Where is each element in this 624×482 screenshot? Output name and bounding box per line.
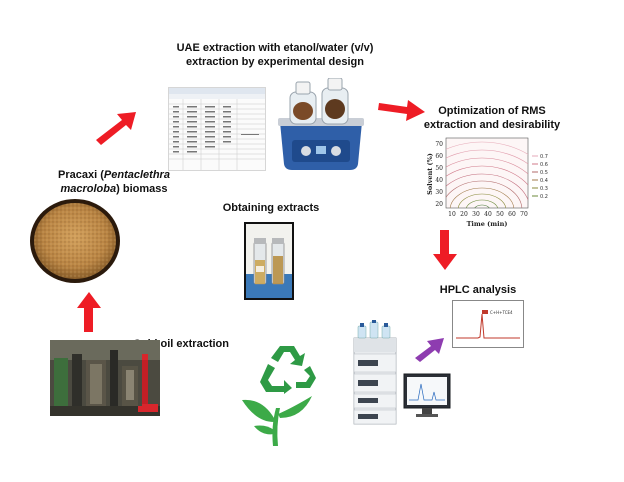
obtaining-extracts-title: Obtaining extracts	[222, 202, 320, 214]
legend-level: 0.6	[540, 162, 548, 168]
plant-sprout-icon	[242, 396, 312, 446]
legend-level: 0.3	[540, 186, 548, 192]
hplc-chromatogram: C+H+TCE4	[452, 300, 524, 348]
extract-vials-photo	[244, 222, 294, 300]
x-tick: 60	[508, 211, 516, 218]
biomass-title: Pracaxi (Pentaclethra macroloba) biomass	[34, 168, 194, 196]
legend-level: 0.5	[540, 170, 548, 176]
biomass-line1: Pracaxi (Pentaclethra	[58, 169, 170, 181]
uae-title-line2: extraction by experimental design	[186, 56, 364, 68]
x-tick: 50	[496, 211, 504, 218]
y-tick: 50	[435, 165, 443, 172]
arrow-cold-oil-to-biomass	[77, 292, 101, 332]
uae-extraction-title: UAE extraction with etanol/water (v/v) e…	[150, 41, 400, 69]
arrow-optimization-to-hplc	[433, 230, 457, 270]
hplc-instrument-photo	[353, 320, 451, 425]
biomass-species-genus: Pentaclethra	[103, 169, 170, 181]
recycle-icon	[260, 346, 316, 394]
y-axis-label: Solvent (%)	[426, 153, 434, 195]
ultrasonic-bath-illustration	[278, 78, 364, 170]
arrow-biomass-to-uae	[96, 112, 136, 145]
y-tick: 20	[435, 201, 443, 208]
optimization-line1: Optimization of RMS	[438, 105, 546, 117]
uae-title-line1: UAE extraction with etanol/water (v/v)	[176, 42, 374, 54]
x-tick: 40	[484, 211, 492, 218]
biomass-species-epithet: macroloba	[60, 183, 117, 195]
legend-level: 0.4	[540, 178, 548, 184]
x-tick: 30	[472, 211, 480, 218]
legend-level: 0.7	[540, 154, 548, 160]
arrow-uae-to-optimization	[378, 100, 425, 121]
legend-level: 0.2	[540, 194, 548, 200]
biomass-name: Pracaxi	[58, 169, 98, 181]
y-tick: 30	[435, 189, 443, 196]
experimental-design-spreadsheet	[168, 87, 266, 171]
x-axis-label: Time (min)	[467, 220, 508, 228]
arrow-hplc-equipment-to-chromatogram	[415, 338, 444, 362]
spreadsheet-grid	[169, 88, 265, 170]
pracaxi-biomass-photo	[30, 199, 120, 283]
hplc-analysis-title: HPLC analysis	[439, 284, 517, 296]
x-tick: 70	[520, 211, 528, 218]
optimization-title: Optimization of RMS extraction and desir…	[412, 104, 572, 132]
chromatogram-peak-label: C+H+TCE4	[490, 310, 513, 315]
biomass-suffix: biomass	[122, 183, 168, 195]
x-tick: 10	[448, 211, 456, 218]
biomass-line2: macroloba) biomass	[60, 183, 168, 195]
y-tick: 60	[435, 153, 443, 160]
y-tick: 70	[435, 141, 443, 148]
optimization-line2: extraction and desirability	[423, 119, 561, 131]
y-tick: 40	[435, 177, 443, 184]
cold-oil-press-photo	[50, 340, 160, 416]
x-tick: 20	[460, 211, 468, 218]
rsm-contour-plot: 70 60 50 40 30 20 10 20 30 40 50 60 70 T…	[426, 137, 548, 228]
